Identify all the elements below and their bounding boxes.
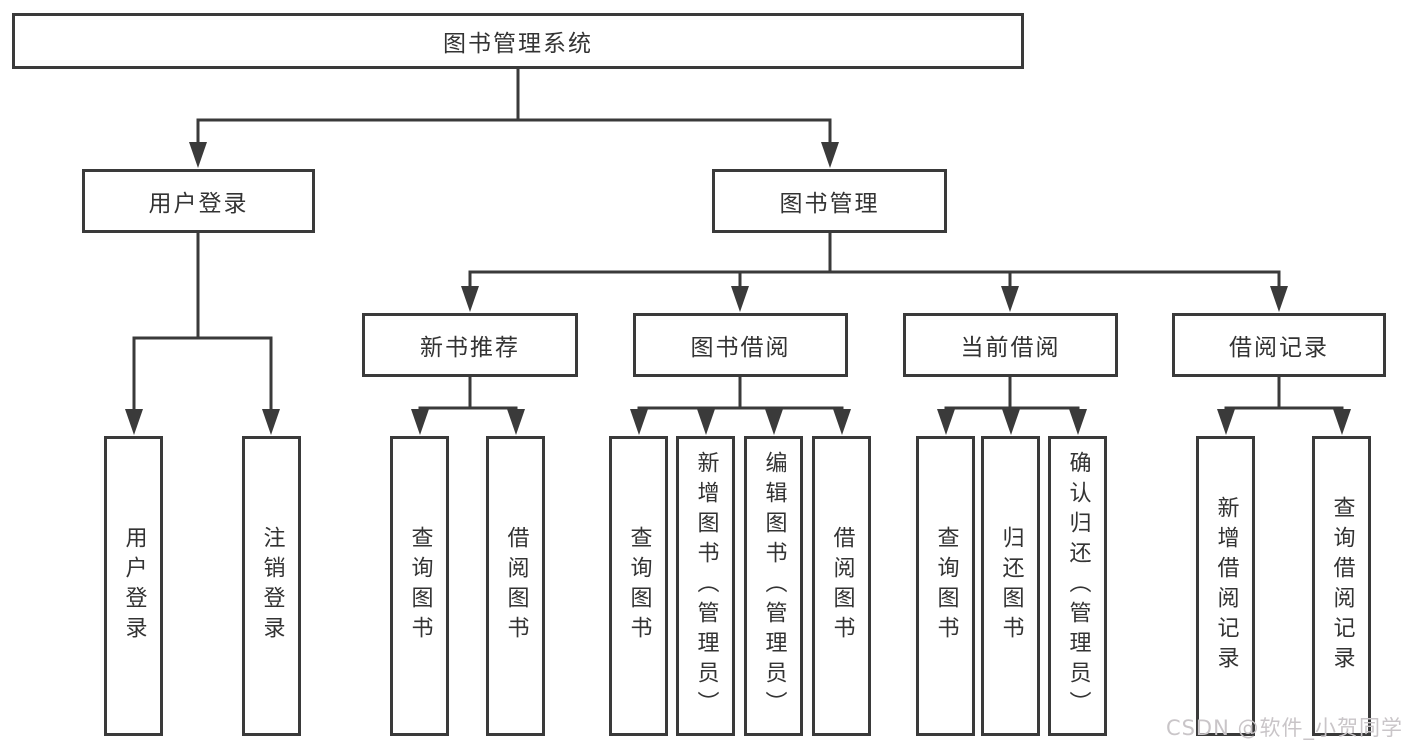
leaf-borrow-add-books-admin-label: 新增图书（管理员） xyxy=(693,451,719,721)
leaf-current-return-books-label: 归还图书 xyxy=(998,526,1024,646)
leaf-logout: 注销登录 xyxy=(242,436,301,736)
leaf-current-query-books: 查询图书 xyxy=(916,436,975,736)
node-root-label: 图书管理系统 xyxy=(443,31,593,57)
leaf-borrow-query-books: 查询图书 xyxy=(609,436,668,736)
node-new-book-recommend-label: 新书推荐 xyxy=(420,335,520,361)
node-user-login-label: 用户登录 xyxy=(148,191,249,217)
leaf-borrow-borrow-books: 借阅图书 xyxy=(812,436,871,736)
leaf-records-query-record: 查询借阅记录 xyxy=(1312,436,1371,736)
node-current-borrow: 当前借阅 xyxy=(903,313,1118,377)
connector-recommend-branch xyxy=(418,375,518,410)
leaf-borrow-borrow-books-label: 借阅图书 xyxy=(829,526,855,646)
node-user-login: 用户登录 xyxy=(82,169,315,233)
leaf-user-login: 用户登录 xyxy=(104,436,163,736)
connector-management-to-level3 xyxy=(468,231,1281,290)
leaf-recommend-borrow-books-label: 借阅图书 xyxy=(503,526,529,646)
node-borrow-records: 借阅记录 xyxy=(1172,313,1386,377)
node-book-management: 图书管理 xyxy=(712,169,947,233)
leaf-recommend-borrow-books: 借阅图书 xyxy=(486,436,545,736)
leaf-recommend-query-books: 查询图书 xyxy=(390,436,449,736)
leaf-borrow-query-books-label: 查询图书 xyxy=(626,526,652,646)
leaf-current-confirm-return-admin: 确认归还（管理员） xyxy=(1048,436,1107,736)
leaf-recommend-query-books-label: 查询图书 xyxy=(407,526,433,646)
connector-current-branch xyxy=(944,375,1080,410)
leaf-records-add-record-label: 新增借阅记录 xyxy=(1213,496,1239,676)
node-book-borrow: 图书借阅 xyxy=(633,313,848,377)
leaf-borrow-edit-books-admin-label: 编辑图书（管理员） xyxy=(761,451,787,721)
leaf-borrow-add-books-admin: 新增图书（管理员） xyxy=(676,436,735,736)
node-borrow-records-label: 借阅记录 xyxy=(1229,335,1329,361)
leaf-current-query-books-label: 查询图书 xyxy=(933,526,959,646)
csdn-watermark: CSDN @软件_小贺同学 xyxy=(1165,716,1403,740)
connector-records-branch xyxy=(1224,375,1344,410)
node-book-management-label: 图书管理 xyxy=(779,191,880,217)
leaf-user-login-label: 用户登录 xyxy=(121,526,147,646)
connector-root-to-level2 xyxy=(196,67,832,146)
leaf-logout-label: 注销登录 xyxy=(259,526,285,646)
leaf-current-confirm-return-admin-label: 确认归还（管理员） xyxy=(1065,451,1091,721)
connector-login-branch xyxy=(132,231,273,413)
leaf-records-query-record-label: 查询借阅记录 xyxy=(1329,496,1355,676)
node-book-borrow-label: 图书借阅 xyxy=(690,335,791,361)
leaf-current-return-books: 归还图书 xyxy=(981,436,1040,736)
arrowheads xyxy=(125,142,1351,435)
node-root: 图书管理系统 xyxy=(12,13,1024,69)
node-current-borrow-label: 当前借阅 xyxy=(960,335,1061,361)
leaf-borrow-edit-books-admin: 编辑图书（管理员） xyxy=(744,436,803,736)
connector-borrow-branch xyxy=(637,375,844,410)
node-new-book-recommend: 新书推荐 xyxy=(362,313,578,377)
leaf-records-add-record: 新增借阅记录 xyxy=(1196,436,1255,736)
